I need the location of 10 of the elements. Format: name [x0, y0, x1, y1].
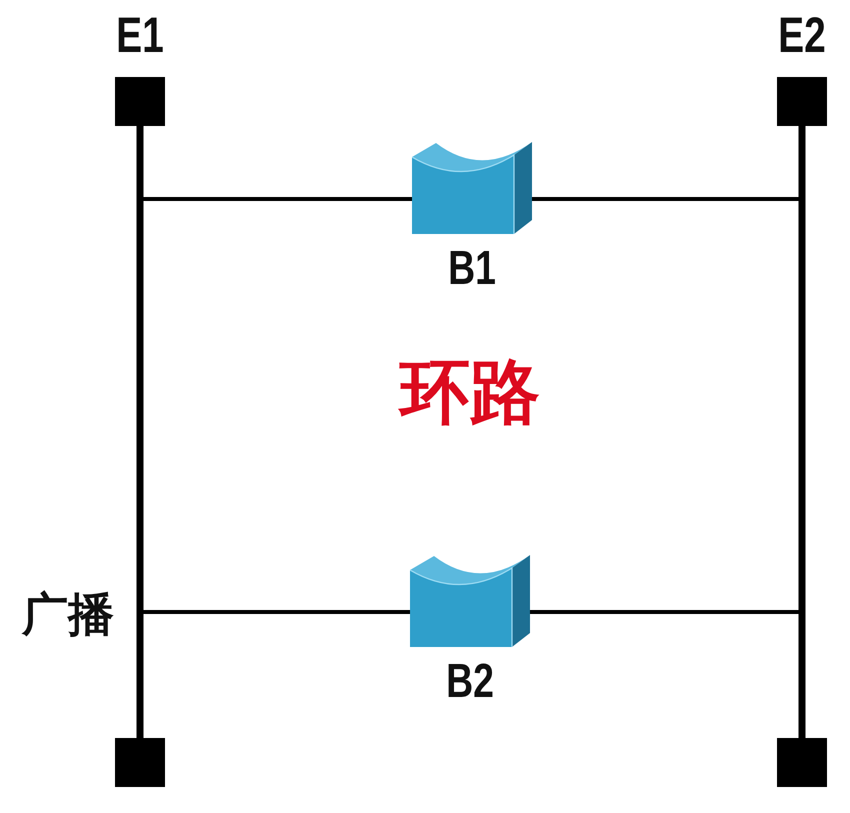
- connector-line: [144, 197, 412, 201]
- segment-label: E1: [116, 10, 164, 60]
- side-label: 广播: [22, 590, 114, 638]
- segment-label: E2: [778, 10, 826, 60]
- bridge-label: B2: [446, 658, 494, 706]
- connector-line: [144, 610, 410, 614]
- bridge-label: B1: [448, 245, 496, 293]
- annotation-label: 环路: [400, 357, 540, 427]
- connector-line: [532, 197, 798, 201]
- connector-line: [530, 610, 798, 614]
